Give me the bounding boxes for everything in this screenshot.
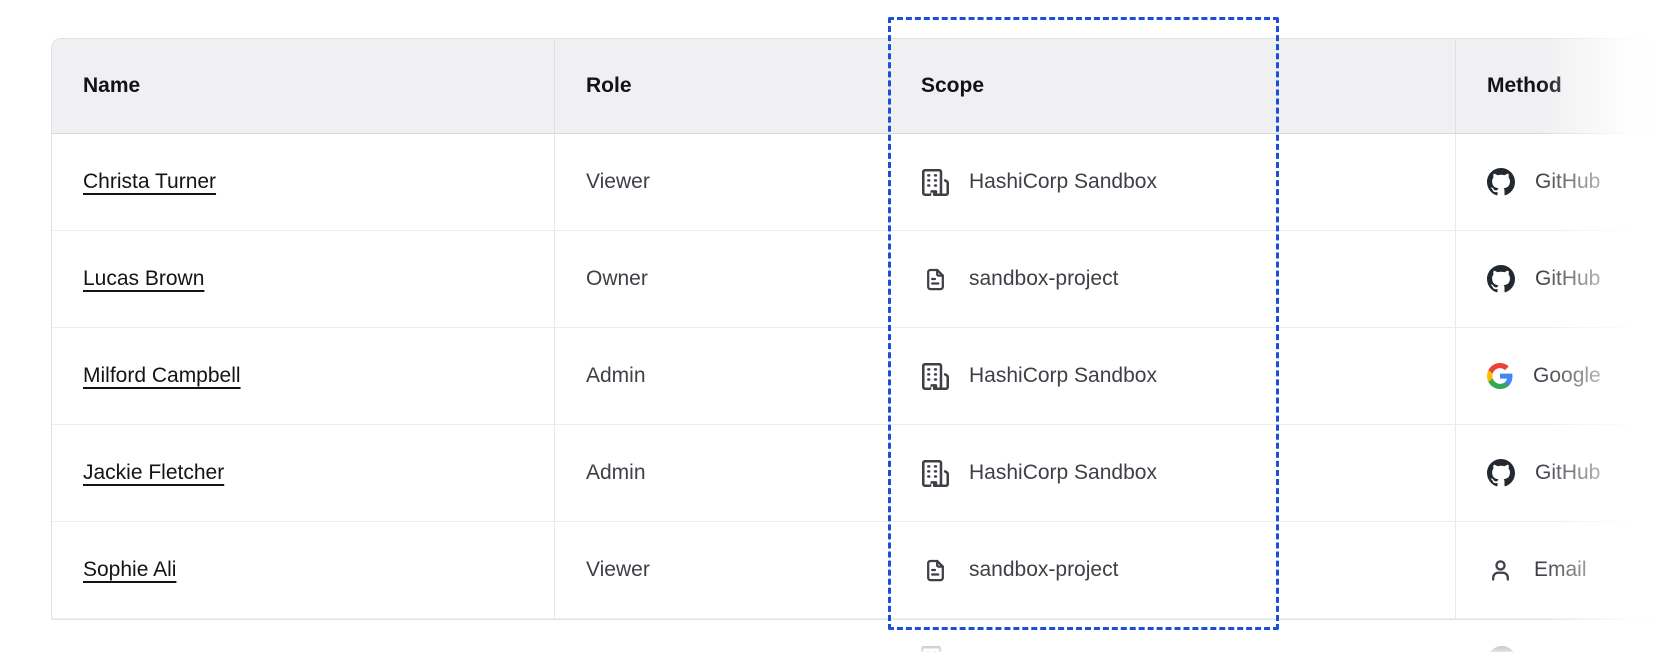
column-header-name: Name [83, 74, 141, 97]
file-icon [922, 557, 949, 584]
method-value: GitHub [1535, 170, 1601, 193]
partial-table-row [51, 613, 1672, 652]
user-name-link[interactable]: Milford Campbell [83, 364, 241, 387]
table-row: Milford Campbell Admin HashiCorp Sandbox… [52, 328, 1672, 425]
table-row: Sophie Ali Viewer sandbox-project Email [52, 522, 1672, 619]
organization-icon [922, 362, 949, 390]
table-row: Christa Turner Viewer HashiCorp Sandbox … [52, 134, 1672, 231]
column-header-role: Role [554, 39, 889, 133]
scope-value: sandbox-project [969, 267, 1119, 290]
user-name-link[interactable]: Sophie Ali [83, 558, 177, 581]
github-icon [1487, 168, 1515, 196]
column-header-scope: Scope [889, 39, 1455, 133]
method-value: Google [1533, 364, 1601, 387]
scope-value: HashiCorp Sandbox [969, 170, 1157, 193]
method-value: GitHub [1535, 461, 1601, 484]
table-row: Lucas Brown Owner sandbox-project GitHub [52, 231, 1672, 328]
role-value: Viewer [586, 170, 650, 193]
role-value: Admin [586, 364, 646, 387]
organization-icon [922, 459, 949, 487]
user-name-link[interactable]: Lucas Brown [83, 267, 205, 290]
partial-method-icon [1488, 646, 1516, 652]
role-value: Viewer [586, 558, 650, 581]
table-row: Jackie Fletcher Admin HashiCorp Sandbox … [52, 425, 1672, 522]
column-header-method: Method [1455, 39, 1672, 133]
partial-scope-icon [921, 646, 948, 652]
user-name-link[interactable]: Jackie Fletcher [83, 461, 225, 484]
role-value: Admin [586, 461, 646, 484]
scope-value: HashiCorp Sandbox [969, 461, 1157, 484]
members-table: Name Role Scope Method Christa Turner Vi… [51, 38, 1672, 620]
table-header-row: Name Role Scope Method [52, 39, 1672, 134]
scope-value: HashiCorp Sandbox [969, 364, 1157, 387]
method-value: Email [1534, 558, 1587, 581]
user-name-link[interactable]: Christa Turner [83, 170, 217, 193]
github-icon [1487, 459, 1515, 487]
github-icon [1487, 265, 1515, 293]
scope-value: sandbox-project [969, 558, 1119, 581]
file-icon [922, 266, 949, 293]
role-value: Owner [586, 267, 648, 290]
google-icon [1487, 363, 1513, 389]
method-value: GitHub [1535, 267, 1601, 290]
person-icon [1487, 557, 1514, 584]
table-body: Christa Turner Viewer HashiCorp Sandbox … [52, 134, 1672, 619]
organization-icon [922, 168, 949, 196]
